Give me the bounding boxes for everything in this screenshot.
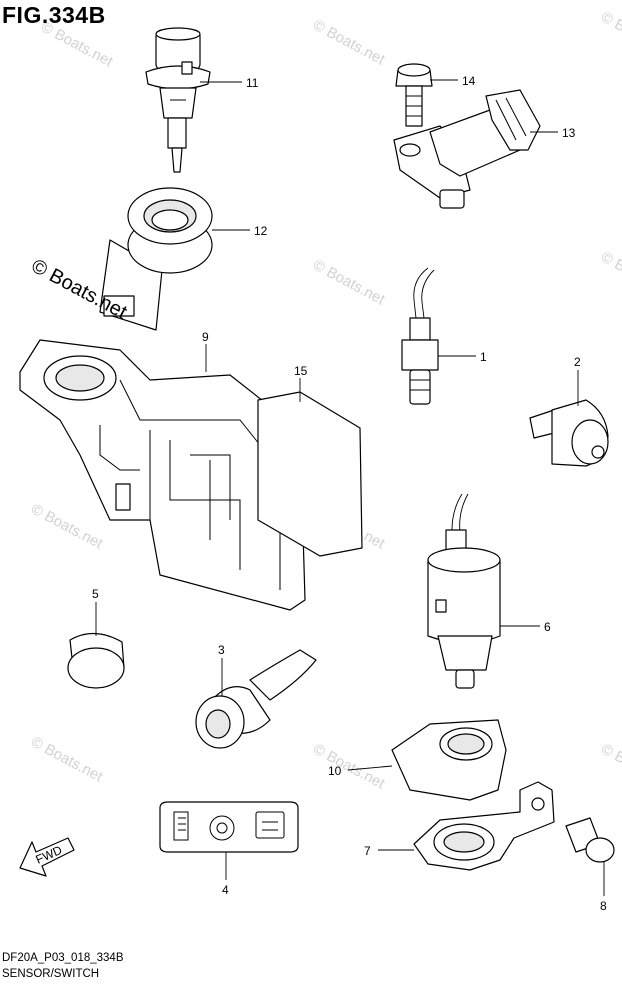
callout-3[interactable]: 3 bbox=[218, 643, 225, 657]
callout-13[interactable]: 13 bbox=[562, 126, 576, 140]
part-13-pressure-sensor[interactable] bbox=[393, 89, 541, 209]
callout-6[interactable]: 6 bbox=[544, 620, 551, 634]
callout-15[interactable]: 15 bbox=[294, 364, 308, 378]
part-11-sensor-plug[interactable] bbox=[145, 27, 211, 173]
part-12-grommet[interactable] bbox=[99, 187, 213, 331]
watermark-text: © Boats.net bbox=[598, 9, 622, 61]
callout-10[interactable]: 10 bbox=[328, 764, 342, 778]
callout-5[interactable]: 5 bbox=[92, 587, 99, 601]
leader-lines bbox=[95, 79, 605, 896]
figure-title: FIG.334B bbox=[2, 2, 106, 28]
callout-labels: 11 12 9 15 14 13 1 2 5 6 3 4 10 7 8 bbox=[92, 74, 607, 913]
part-4-label[interactable] bbox=[159, 801, 299, 853]
callout-8[interactable]: 8 bbox=[600, 899, 607, 913]
watermark-text: © Boats.net bbox=[598, 741, 622, 793]
part-1-temp-sensor[interactable] bbox=[401, 267, 439, 405]
part-3-sensor[interactable] bbox=[195, 649, 317, 749]
part-10-clamp-plate[interactable] bbox=[391, 719, 507, 801]
part-8-bolt[interactable] bbox=[565, 817, 615, 863]
part-5-rubber-cap[interactable] bbox=[67, 632, 125, 689]
watermark-text: © Boats.net bbox=[598, 249, 622, 301]
watermark-text: © Boats.net bbox=[28, 734, 106, 786]
callout-4[interactable]: 4 bbox=[222, 883, 229, 897]
part-14-bolt[interactable] bbox=[395, 63, 433, 127]
callout-7[interactable]: 7 bbox=[364, 844, 371, 858]
watermark-text: © Boats.net bbox=[310, 17, 388, 69]
callout-14[interactable]: 14 bbox=[462, 74, 476, 88]
fwd-arrow-icon: FWD bbox=[19, 837, 75, 877]
watermark-text: © Boats.net bbox=[28, 501, 106, 553]
callout-12[interactable]: 12 bbox=[254, 224, 268, 238]
callout-1[interactable]: 1 bbox=[480, 350, 487, 364]
watermark-text: © Boats.net bbox=[310, 257, 388, 309]
watermark-text: © Boats.net bbox=[38, 19, 116, 71]
part-7-bracket[interactable] bbox=[413, 781, 555, 871]
part-6-pressure-switch[interactable] bbox=[427, 493, 501, 689]
callout-2[interactable]: 2 bbox=[574, 355, 581, 369]
watermark-text: © Boats.net bbox=[310, 741, 388, 793]
part-2-knock-sensor[interactable] bbox=[529, 399, 609, 467]
part-9-bracket[interactable] bbox=[19, 339, 306, 611]
figure-caption: SENSOR/SWITCH bbox=[2, 968, 100, 980]
figure-code: DF20A_P03_018_334B bbox=[2, 952, 124, 964]
callout-9[interactable]: 9 bbox=[202, 330, 209, 344]
callout-11[interactable]: 11 bbox=[246, 76, 259, 90]
